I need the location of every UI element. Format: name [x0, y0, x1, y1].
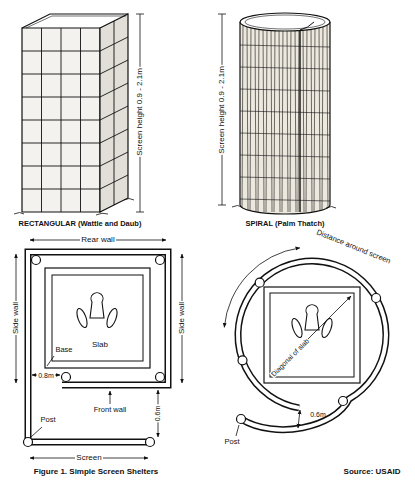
texture-stroke: [258, 22, 259, 212]
source-note: Source: USAID: [343, 468, 402, 476]
texture-stroke: [22, 143, 100, 144]
texture-stroke: [287, 22, 288, 212]
texture-stroke: [271, 22, 272, 212]
dimension-label: 0.6m: [155, 404, 162, 422]
dimension-label: Screen height 0.9 - 2.1m: [136, 67, 144, 157]
view-title: SPIRAL (Palm Thatch): [244, 220, 325, 228]
texture-stroke: [319, 22, 320, 212]
part-label: Screen: [75, 454, 102, 462]
part-label: Post: [223, 438, 240, 446]
texture-stroke: [240, 111, 330, 113]
texture-stroke: [240, 133, 330, 135]
texture-stroke: [314, 22, 315, 212]
texture-stroke: [322, 22, 323, 212]
dimension-label: 0.8m: [37, 372, 55, 379]
texture-stroke: [240, 177, 330, 179]
texture-stroke: [240, 199, 330, 201]
texture-stroke: [290, 22, 291, 212]
figure-caption: Figure 1. Simple Screen Shelters: [33, 468, 160, 476]
texture-stroke: [255, 22, 256, 212]
texture-stroke: [240, 89, 330, 91]
texture-stroke: [306, 22, 307, 212]
texture-stroke: [22, 189, 100, 190]
texture-stroke: [327, 22, 328, 212]
rectangular-plan: [16, 240, 182, 458]
texture-stroke: [303, 22, 304, 212]
texture-stroke: [295, 22, 296, 212]
texture-stroke: [240, 45, 330, 47]
rectangular-screen: [14, 14, 144, 215]
dimension-label: Screen height 0.9 - 2.1m: [218, 65, 226, 155]
texture-stroke: [240, 67, 330, 69]
texture-stroke: [266, 22, 267, 212]
wall-label: Side wall: [178, 301, 186, 335]
view-title: RECTANGULAR (Wattle and Daub): [18, 220, 143, 228]
texture-stroke: [22, 166, 100, 167]
texture-stroke: [247, 22, 248, 212]
wall-label: Side wall: [12, 301, 20, 335]
texture-stroke: [22, 51, 100, 52]
texture-stroke: [263, 22, 264, 212]
texture-stroke: [114, 21, 115, 205]
dimension-label: Diagonal of slab: [269, 336, 311, 378]
part-label: Post: [39, 416, 56, 424]
spiral-plan: [224, 248, 386, 436]
texture-stroke: [311, 22, 312, 212]
wall-label: Rear wall: [80, 236, 115, 244]
part-label: Slab: [91, 341, 109, 349]
texture-stroke: [22, 97, 100, 98]
texture-stroke: [274, 22, 275, 212]
texture-stroke: [250, 22, 251, 212]
dimension-label: 0.6m: [309, 411, 327, 418]
texture-stroke: [22, 74, 100, 75]
texture-stroke: [240, 155, 330, 157]
wall-label: Front wall: [93, 406, 128, 414]
part-label: Base: [54, 346, 73, 354]
texture-stroke: [282, 22, 283, 212]
texture-stroke: [298, 22, 299, 212]
texture-stroke: [22, 120, 100, 121]
texture-stroke: [242, 22, 243, 212]
texture-stroke: [279, 22, 280, 212]
spiral-screen: [218, 13, 336, 214]
